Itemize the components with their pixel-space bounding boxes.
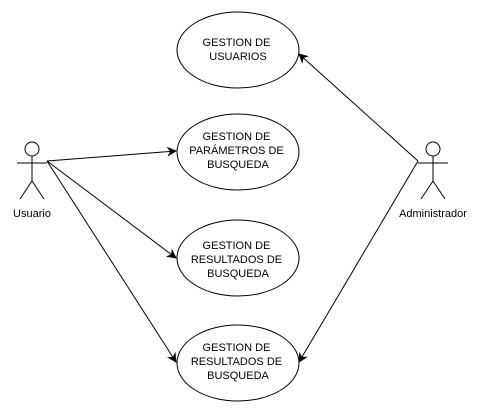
association-user-parametros xyxy=(46,146,177,162)
use-case-line: GESTION DE xyxy=(203,131,271,143)
use-case-line: GESTION DE xyxy=(203,37,271,49)
use-case-resultados-1[interactable]: GESTION DE RESULTADOS DE BUSQUEDA xyxy=(176,219,300,297)
actor-label: Administrador xyxy=(399,208,467,220)
use-case-resultados-2[interactable]: GESTION DE RESULTADOS DE BUSQUEDA xyxy=(176,324,300,402)
association-admin-resultados-2 xyxy=(298,160,419,363)
use-case-label: GESTION DE USUARIOS xyxy=(203,37,274,63)
use-case-ellipse xyxy=(176,113,300,191)
use-case-line: GESTION DE xyxy=(203,240,271,252)
use-case-ellipse xyxy=(176,11,300,89)
actor-admin[interactable]: Administrador xyxy=(399,141,467,220)
use-case-ellipse xyxy=(176,324,300,402)
use-case-line: GESTION DE xyxy=(203,342,271,354)
use-case-label: GESTION DE RESULTADOS DE BUSQUEDA xyxy=(191,240,285,280)
use-case-line: PARÁMETROS DE xyxy=(189,144,284,157)
association-user-resultados-1 xyxy=(46,160,177,259)
actor-label: Usuario xyxy=(13,208,51,220)
association-admin-usuarios xyxy=(298,53,419,162)
use-case-line: USUARIOS xyxy=(209,51,266,63)
use-case-label: GESTION DE RESULTADOS DE BUSQUEDA xyxy=(191,342,285,382)
use-case-line: RESULTADOS DE xyxy=(191,254,282,266)
actor-user[interactable]: Usuario xyxy=(13,141,51,220)
stick-figure-icon xyxy=(17,141,47,200)
associations xyxy=(46,53,419,363)
association-user-resultados-2 xyxy=(46,160,177,363)
use-case-line: BUSQUEDA xyxy=(207,268,269,280)
use-case-ellipse xyxy=(176,219,300,297)
use-case-label: GESTION DE PARÁMETROS DE BUSQUEDA xyxy=(189,131,287,171)
use-case-line: BUSQUEDA xyxy=(207,370,269,382)
use-case-line: BUSQUEDA xyxy=(207,159,269,171)
use-case-line: RESULTADOS DE xyxy=(191,356,282,368)
use-case-parametros[interactable]: GESTION DE PARÁMETROS DE BUSQUEDA xyxy=(176,113,300,191)
stick-figure-icon xyxy=(418,141,448,200)
use-case-usuarios[interactable]: GESTION DE USUARIOS xyxy=(176,11,300,89)
